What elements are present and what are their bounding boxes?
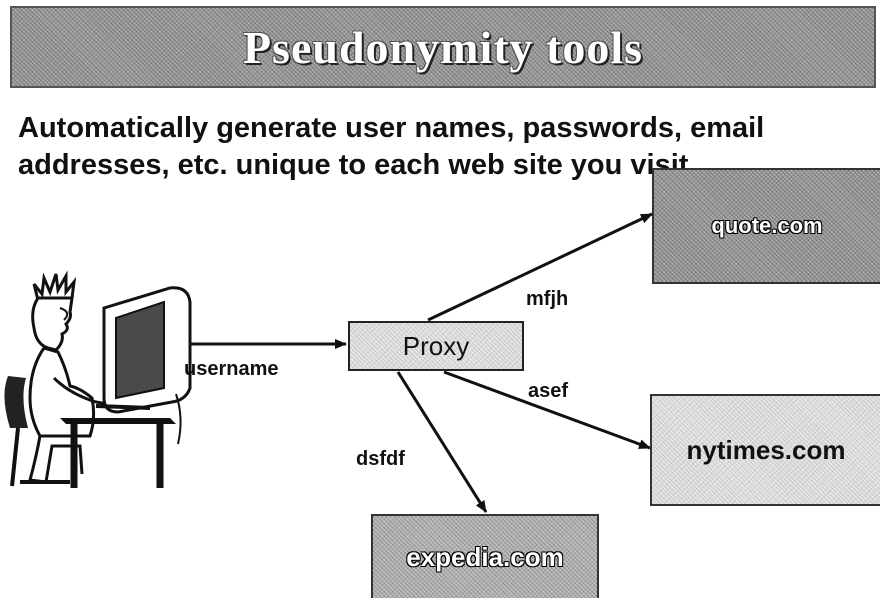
- arrow-proxy-to-quote: [427, 212, 653, 322]
- arrow-proxy-to-nytimes: [443, 370, 651, 450]
- arrow-proxy-to-expedia: [396, 371, 488, 513]
- edge-label-username: username: [184, 358, 279, 380]
- edge-label-dsfdf: dsfdf: [356, 448, 405, 470]
- title-banner: Pseudonymity tools: [10, 6, 876, 88]
- node-nytimes-com: nytimes.com: [650, 394, 880, 506]
- edge-label-asef: asef: [528, 380, 569, 402]
- node-proxy: Proxy: [348, 321, 524, 371]
- edge-label-mfjh: mfjh: [526, 288, 569, 310]
- subtitle-text: Automatically generate user names, passw…: [18, 112, 765, 181]
- page-title: Pseudonymity tools: [242, 21, 644, 73]
- person-at-computer-icon: [4, 270, 192, 488]
- node-quote-com: quote.com: [652, 168, 880, 284]
- node-expedia-com: expedia.com: [371, 514, 599, 598]
